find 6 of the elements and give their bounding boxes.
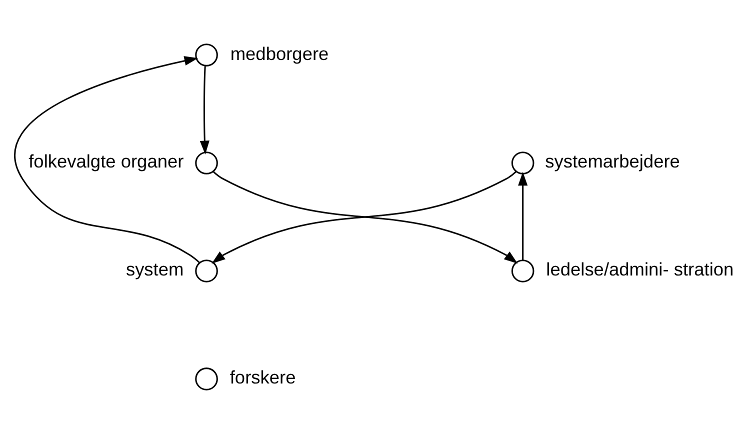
node-label: folkevalgte organer: [28, 150, 184, 172]
node-label: ledelse/admini- stration: [546, 258, 734, 280]
node-label: systemarbejdere: [545, 150, 680, 172]
node-label: system: [126, 258, 184, 280]
node-label: forskere: [230, 366, 296, 388]
node-label: medborgere: [230, 42, 329, 64]
